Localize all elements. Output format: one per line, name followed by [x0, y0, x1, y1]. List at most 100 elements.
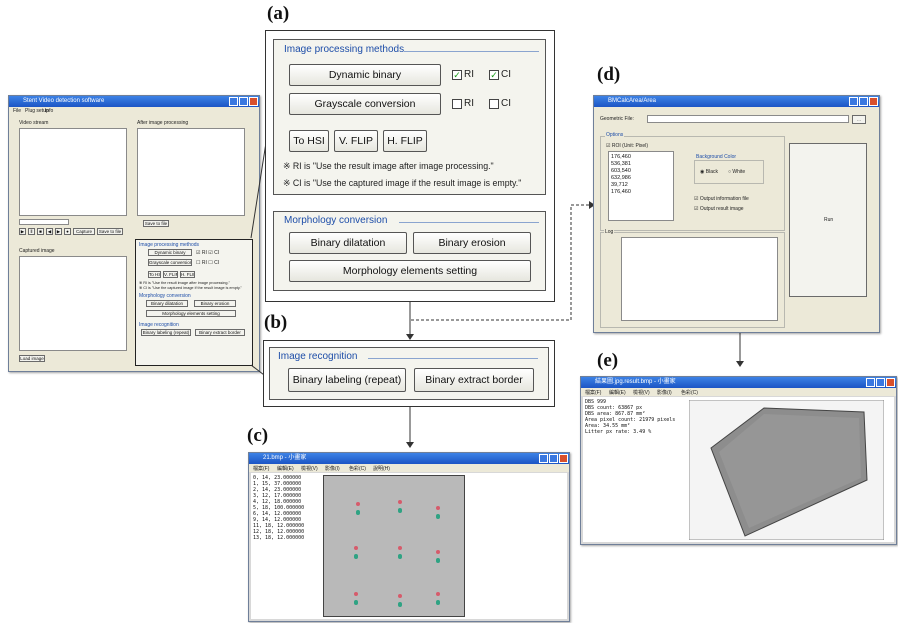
play-icon[interactable]: ▶ [19, 228, 26, 235]
mini-note-ri: ※ RI is "Use the result image after imag… [139, 281, 230, 285]
roi-checkbox-label[interactable]: ☑ ROI (Unit: Pixel) [606, 143, 648, 149]
window-e-titlebar: 結果圖.jpg.result.bmp - 小畫家 [581, 377, 896, 388]
mini-dilatation-button[interactable]: Binary dilatation [146, 300, 188, 307]
c-menu-view[interactable]: 檢視(V) [301, 466, 318, 472]
dynamic-binary-ri-checkbox[interactable]: ✓ [452, 70, 462, 80]
record-icon[interactable]: ● [64, 228, 71, 235]
binary-erosion-button[interactable]: Binary erosion [413, 232, 531, 254]
browse-button[interactable]: ... [852, 115, 866, 124]
mini-border-button[interactable]: Binary extract border [195, 329, 245, 336]
grayscale-ci-checkbox[interactable] [489, 99, 499, 109]
result-image-view [137, 128, 245, 216]
log-textarea[interactable] [621, 237, 778, 321]
e-menu-color[interactable]: 色彩(C) [681, 390, 698, 396]
dynamic-binary-button[interactable]: Dynamic binary [289, 64, 441, 86]
hflip-button[interactable]: H. FLIP [383, 130, 427, 152]
processing-title-rule [404, 51, 539, 52]
e-menu-image[interactable]: 影像(I) [657, 390, 672, 396]
close-icon[interactable] [869, 97, 878, 106]
to-hsi-button[interactable]: To HSI [289, 130, 329, 152]
close-icon[interactable] [559, 454, 568, 463]
mini-erosion-button[interactable]: Binary erosion [194, 300, 236, 307]
geometric-file-input[interactable] [647, 115, 849, 123]
mini-dynamic-binary-button[interactable]: Dynamic binary [148, 249, 192, 256]
minimize-icon[interactable] [539, 454, 548, 463]
binary-labeling-button[interactable]: Binary labeling (repeat) [288, 368, 406, 392]
maximize-icon[interactable] [239, 97, 248, 106]
mini-hflip-button[interactable]: H. FLIP [180, 271, 195, 278]
stent-marker-red [398, 594, 402, 598]
grayscale-ri-checkbox[interactable] [452, 99, 462, 109]
stent-marker-green [398, 508, 402, 513]
log-label: Log [604, 229, 615, 235]
stop-icon[interactable]: ■ [37, 228, 44, 235]
maximize-icon[interactable] [876, 378, 885, 387]
window-c-controls [539, 454, 568, 463]
pause-icon[interactable]: Ⅱ [28, 228, 35, 235]
minimize-icon[interactable] [866, 378, 875, 387]
ri-label-2: RI [464, 98, 474, 109]
stent-marker-green [436, 558, 440, 563]
result-view-label: After image processing [137, 120, 189, 126]
morphology-elements-button[interactable]: Morphology elements setting [289, 260, 531, 282]
bg-black-radio[interactable]: ◉ Black [700, 169, 718, 175]
grayscale-button[interactable]: Grayscale conversion [289, 93, 441, 115]
result-window-e: 結果圖.jpg.result.bmp - 小畫家 檔案(F) 編輯(E) 檢視(… [580, 376, 897, 545]
menu-file[interactable]: File [13, 108, 22, 114]
label-output-line: 6, 14, 12.000000 [253, 511, 302, 517]
e-menu-edit[interactable]: 編輯(E) [609, 390, 626, 396]
label-output-line: 1, 15, 37.000000 [253, 481, 302, 487]
load-image-button[interactable]: Load image [19, 355, 45, 362]
label-output-line: 4, 12, 18.000000 [253, 499, 302, 505]
roi-value: 632,986 [611, 175, 631, 181]
e-menu-view[interactable]: 檢視(V) [633, 390, 650, 396]
rewind-icon[interactable]: ◀ [46, 228, 53, 235]
stent-marker-green [436, 514, 440, 519]
save-result-button[interactable]: Save to file [143, 220, 169, 227]
close-icon[interactable] [249, 97, 258, 106]
e-menu-file[interactable]: 檔案(F) [585, 390, 602, 396]
mini-grayscale-button[interactable]: Grayscale conversion [148, 259, 192, 266]
stent-marker-red [354, 546, 358, 550]
mini-vflip-button[interactable]: V. FLIP [163, 271, 178, 278]
device-selector[interactable] [19, 219, 69, 225]
stent-marker-red [354, 592, 358, 596]
recognition-title-rule [368, 358, 538, 359]
bg-white-label: White [732, 169, 746, 175]
forward-icon[interactable]: ▶ [55, 228, 62, 235]
minimize-icon[interactable] [229, 97, 238, 106]
c-menu-edit[interactable]: 編輯(E) [277, 466, 294, 472]
capture-button[interactable]: Capture [73, 228, 95, 235]
c-menu-help[interactable]: 說明(H) [373, 466, 390, 472]
binary-extract-border-button[interactable]: Binary extract border [414, 368, 534, 392]
menu-info[interactable]: Info [45, 108, 54, 114]
dynamic-binary-ci-checkbox[interactable]: ✓ [489, 70, 499, 80]
c-menu-color[interactable]: 色彩(C) [349, 466, 366, 472]
maximize-icon[interactable] [859, 97, 868, 106]
minimize-icon[interactable] [849, 97, 858, 106]
mini-labeling-button[interactable]: Binary labeling (repeat) [141, 329, 191, 336]
vflip-button[interactable]: V. FLIP [334, 130, 378, 152]
close-icon[interactable] [886, 378, 895, 387]
output-info-checkbox[interactable]: ☑ Output information file [694, 196, 749, 202]
run-label: Run [824, 217, 834, 223]
label-output-line: 2, 14, 23.000000 [253, 487, 302, 493]
mini-elements-button[interactable]: Morphology elements setting [146, 310, 236, 317]
run-button[interactable]: Run [789, 143, 867, 297]
bg-white-radio[interactable]: ○ White [728, 169, 746, 175]
output-result-checkbox[interactable]: ☑ Output result image [694, 206, 744, 212]
save-video-button[interactable]: Save to file [97, 228, 123, 235]
maximize-icon[interactable] [549, 454, 558, 463]
c-menu-image[interactable]: 影像(I) [325, 466, 340, 472]
c-menu-file[interactable]: 檔案(F) [253, 466, 270, 472]
area-result-line: Area: 34.55 mm² [585, 423, 631, 429]
output-info-label: Output information file [699, 196, 749, 202]
binary-dilatation-button[interactable]: Binary dilatation [289, 232, 407, 254]
menu-plug[interactable]: Plug setup [25, 108, 49, 114]
mini-morph-title: Morphology conversion [139, 293, 191, 299]
area-result-line: DBS area: 867.87 mm² [585, 411, 646, 417]
mini-tohsi-button[interactable]: To HSI [148, 271, 161, 278]
